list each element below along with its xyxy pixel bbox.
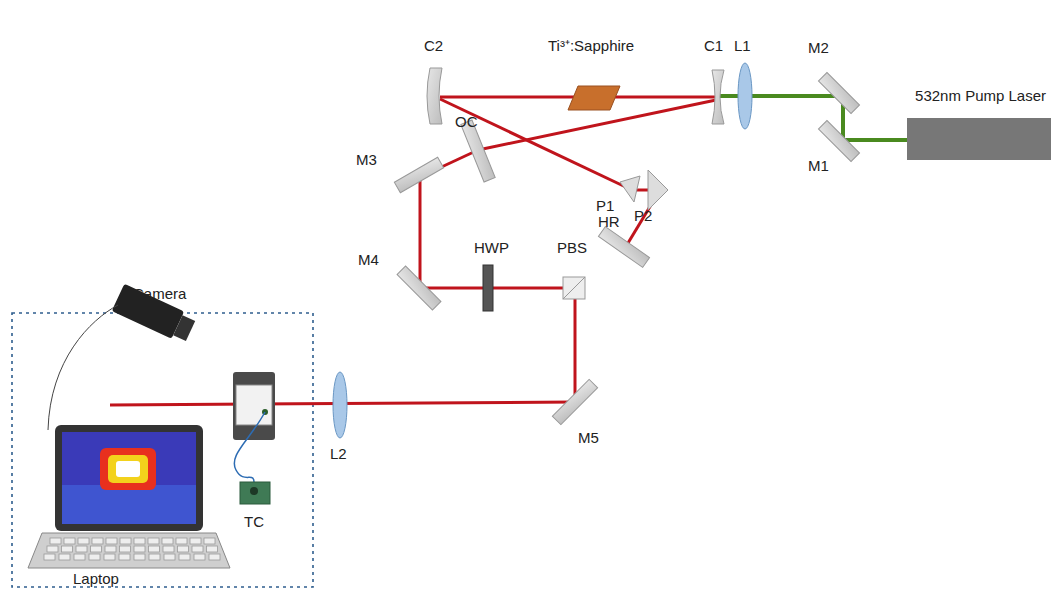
laser-beam: [110, 97, 718, 405]
curved-mirror-c1: [712, 70, 724, 124]
mirror-m2: [818, 72, 859, 113]
part-label: HWP: [474, 240, 509, 255]
part-label: M2: [808, 40, 829, 55]
prism-p1: [620, 176, 640, 202]
part-label: P1: [596, 198, 614, 213]
mirror-m5: [552, 379, 597, 424]
pump-laser: 532nm Pump Laser: [907, 118, 1051, 160]
thermocouple-wire: [234, 412, 265, 484]
part-label: L1: [734, 38, 751, 53]
part-label: M1: [808, 158, 829, 173]
part-label: Ti³⁺:Sapphire: [548, 38, 634, 53]
part-label: C2: [424, 38, 443, 53]
part-label: M3: [356, 152, 377, 167]
laptop: [28, 425, 230, 568]
part-label: Laptop: [73, 571, 119, 586]
part-label: L2: [330, 446, 347, 461]
camera-cable: [48, 305, 118, 430]
part-label: M4: [358, 252, 379, 267]
node-label: 532nm Pump Laser: [915, 88, 1046, 103]
part-label: Camera: [133, 286, 186, 301]
part-label: C1: [704, 38, 723, 53]
lens-l2: [333, 372, 347, 438]
part-label: M5: [578, 430, 599, 445]
mirror-m1: [818, 120, 859, 161]
beam-splitter: [563, 277, 585, 299]
crystal: [568, 86, 620, 110]
part-label: HR: [598, 214, 620, 229]
camera: [112, 284, 197, 345]
mirror-hr: [598, 227, 649, 268]
part-label: PBS: [557, 240, 587, 255]
prism-p2: [648, 170, 668, 210]
part-label: OC: [455, 114, 478, 129]
part-label: P2: [634, 208, 652, 223]
tc-box: [240, 482, 270, 504]
curved-mirror-c2: [427, 68, 442, 124]
detection-region: [12, 313, 313, 587]
mirror-m4: [397, 266, 441, 310]
output-coupler: [461, 120, 495, 182]
mirror-m3: [394, 157, 443, 192]
part-label: TC: [244, 514, 264, 529]
lens-l1: [738, 63, 752, 129]
half-wave-plate: [483, 265, 493, 311]
